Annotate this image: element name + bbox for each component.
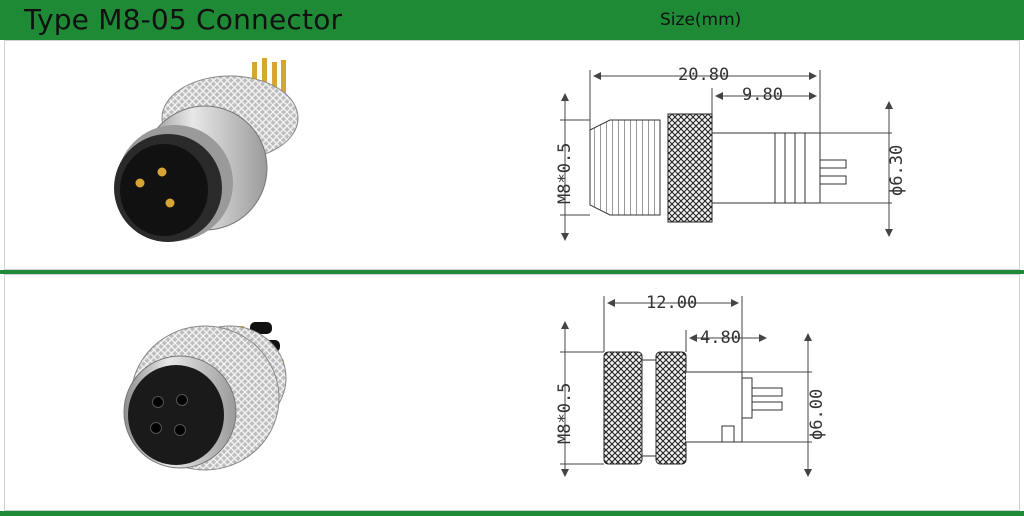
male-diameter: ϕ6.30	[887, 145, 907, 196]
male-thread-length: 9.80	[742, 85, 783, 105]
female-thread-spec: M8*0.5	[555, 383, 575, 444]
male-connector-photo	[114, 58, 299, 242]
page-title: Type M8-05 Connector	[24, 3, 343, 36]
female-total-length: 12.00	[646, 293, 697, 313]
male-row-frame	[4, 40, 1020, 270]
size-unit-label: Size(mm)	[660, 10, 742, 30]
row-divider	[0, 270, 1024, 274]
female-row-frame	[4, 274, 1020, 511]
male-total-length: 20.80	[678, 65, 729, 85]
bottom-border	[0, 511, 1024, 516]
male-thread-spec: M8*0.5	[555, 143, 575, 204]
header-bar: Type M8-05 Connector Size(mm)	[0, 0, 1024, 40]
male-technical-drawing: 20.80 9.80 M8*0.5 ϕ6.30	[555, 65, 907, 241]
female-thread-length: 4.80	[700, 328, 741, 348]
female-connector-photo	[123, 322, 287, 471]
female-technical-drawing: 12.00 4.80 M8*0.5 ϕ6.00	[555, 293, 827, 477]
female-diameter: ϕ6.00	[807, 389, 827, 440]
